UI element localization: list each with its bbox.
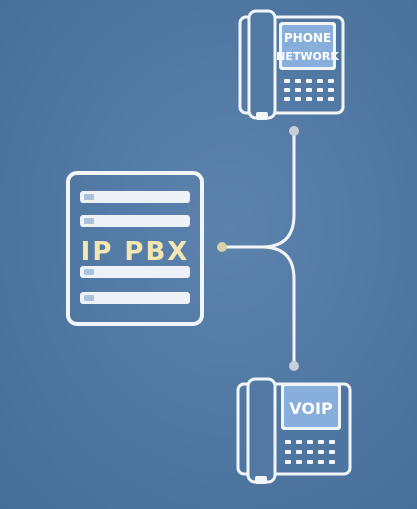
pbx-connection-node (217, 242, 227, 252)
pbx-label: IP PBX (81, 237, 190, 267)
handset-icon (247, 9, 277, 120)
voip-connection-node (289, 361, 299, 371)
pbx-bay-led-1 (84, 194, 94, 200)
pbx-bay-led-3 (84, 269, 94, 275)
phone-network-telephone: PHONE NETWORK (238, 9, 345, 120)
keypad-icon (285, 440, 335, 464)
pbx-bay-led-2 (84, 218, 94, 224)
connection-lines (220, 129, 296, 368)
ip-pbx-server: IP PBX (66, 171, 204, 326)
pbx-bay-led-4 (84, 295, 94, 301)
phone-network-label-line2: NETWORK (276, 50, 339, 63)
handset-cord-hook (256, 112, 268, 120)
pbx-bay-1 (80, 191, 190, 203)
pbx-bay-3 (80, 266, 190, 278)
handset-cord-hook (255, 476, 267, 484)
pbx-frame (66, 171, 204, 326)
link-to-phone-network (260, 129, 296, 249)
keypad-icon (284, 79, 334, 101)
voip-screen-inner (284, 386, 338, 427)
phone-network-screen-inner (282, 25, 333, 67)
voip-telephone: VOIP (236, 377, 352, 484)
voip-label: VOIP (289, 399, 333, 418)
desk-phone-base (238, 15, 345, 115)
link-to-voip-phone (260, 245, 296, 368)
handset-icon (246, 377, 277, 484)
pbx-bay-4 (80, 292, 190, 304)
pbx-bay-2 (80, 215, 190, 227)
phone-network-connection-node (289, 126, 299, 136)
phone-network-label-line1: PHONE (284, 31, 331, 45)
